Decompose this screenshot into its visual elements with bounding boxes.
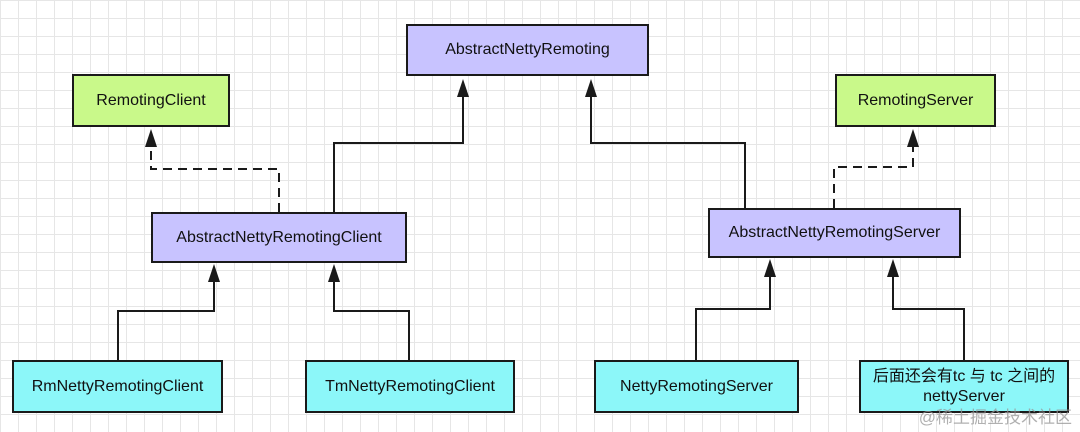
rm-netty-remoting-client-box: RmNettyRemotingClient xyxy=(12,360,223,413)
community-watermark: @稀土掘金技术社区 xyxy=(918,408,1072,427)
tm-netty-remoting-client-label: TmNettyRemotingClient xyxy=(325,377,495,395)
arrowhead-remoting-right xyxy=(585,79,597,97)
edge-tm-to-client xyxy=(333,268,410,360)
arrowhead-server-right xyxy=(887,259,899,277)
edge-note-to-server xyxy=(892,262,965,360)
arrowhead-server-left xyxy=(764,259,776,277)
arrowhead-remoting-left xyxy=(457,79,469,97)
netty-remoting-server-box: NettyRemotingServer xyxy=(594,360,799,413)
future-tc-netty-server-note-label: 后面还会有tc 与 tc 之间的nettyServer xyxy=(872,368,1056,405)
edge-server-implements xyxy=(833,133,914,208)
abstract-netty-remoting-label: AbstractNettyRemoting xyxy=(445,41,610,59)
edge-rm-to-client xyxy=(117,268,215,360)
arrowhead-remoting-client xyxy=(145,129,157,147)
remoting-server-box: RemotingServer xyxy=(835,74,996,127)
future-tc-netty-server-note-box: 后面还会有tc 与 tc 之间的nettyServer xyxy=(859,360,1069,413)
abstract-netty-remoting-server-label: AbstractNettyRemotingServer xyxy=(728,224,941,242)
arrowhead-client-left xyxy=(208,264,220,282)
edge-client-implements xyxy=(150,133,280,212)
remoting-server-label: RemotingServer xyxy=(857,91,974,109)
remoting-client-box: RemotingClient xyxy=(72,74,230,127)
netty-remoting-server-label: NettyRemotingServer xyxy=(620,377,773,395)
rm-netty-remoting-client-label: RmNettyRemotingClient xyxy=(31,377,204,395)
edge-nettyserver-to-server xyxy=(695,262,771,360)
edge-server-to-remoting xyxy=(590,82,746,208)
abstract-netty-remoting-server-box: AbstractNettyRemotingServer xyxy=(708,208,961,258)
remoting-client-label: RemotingClient xyxy=(96,91,206,109)
edge-client-to-remoting xyxy=(333,82,464,212)
abstract-netty-remoting-client-label: AbstractNettyRemotingClient xyxy=(176,228,382,246)
tm-netty-remoting-client-box: TmNettyRemotingClient xyxy=(305,360,515,413)
abstract-netty-remoting-box: AbstractNettyRemoting xyxy=(406,24,649,76)
arrowhead-client-right xyxy=(328,264,340,282)
arrowhead-remoting-server xyxy=(907,129,919,147)
abstract-netty-remoting-client-box: AbstractNettyRemotingClient xyxy=(151,212,407,263)
